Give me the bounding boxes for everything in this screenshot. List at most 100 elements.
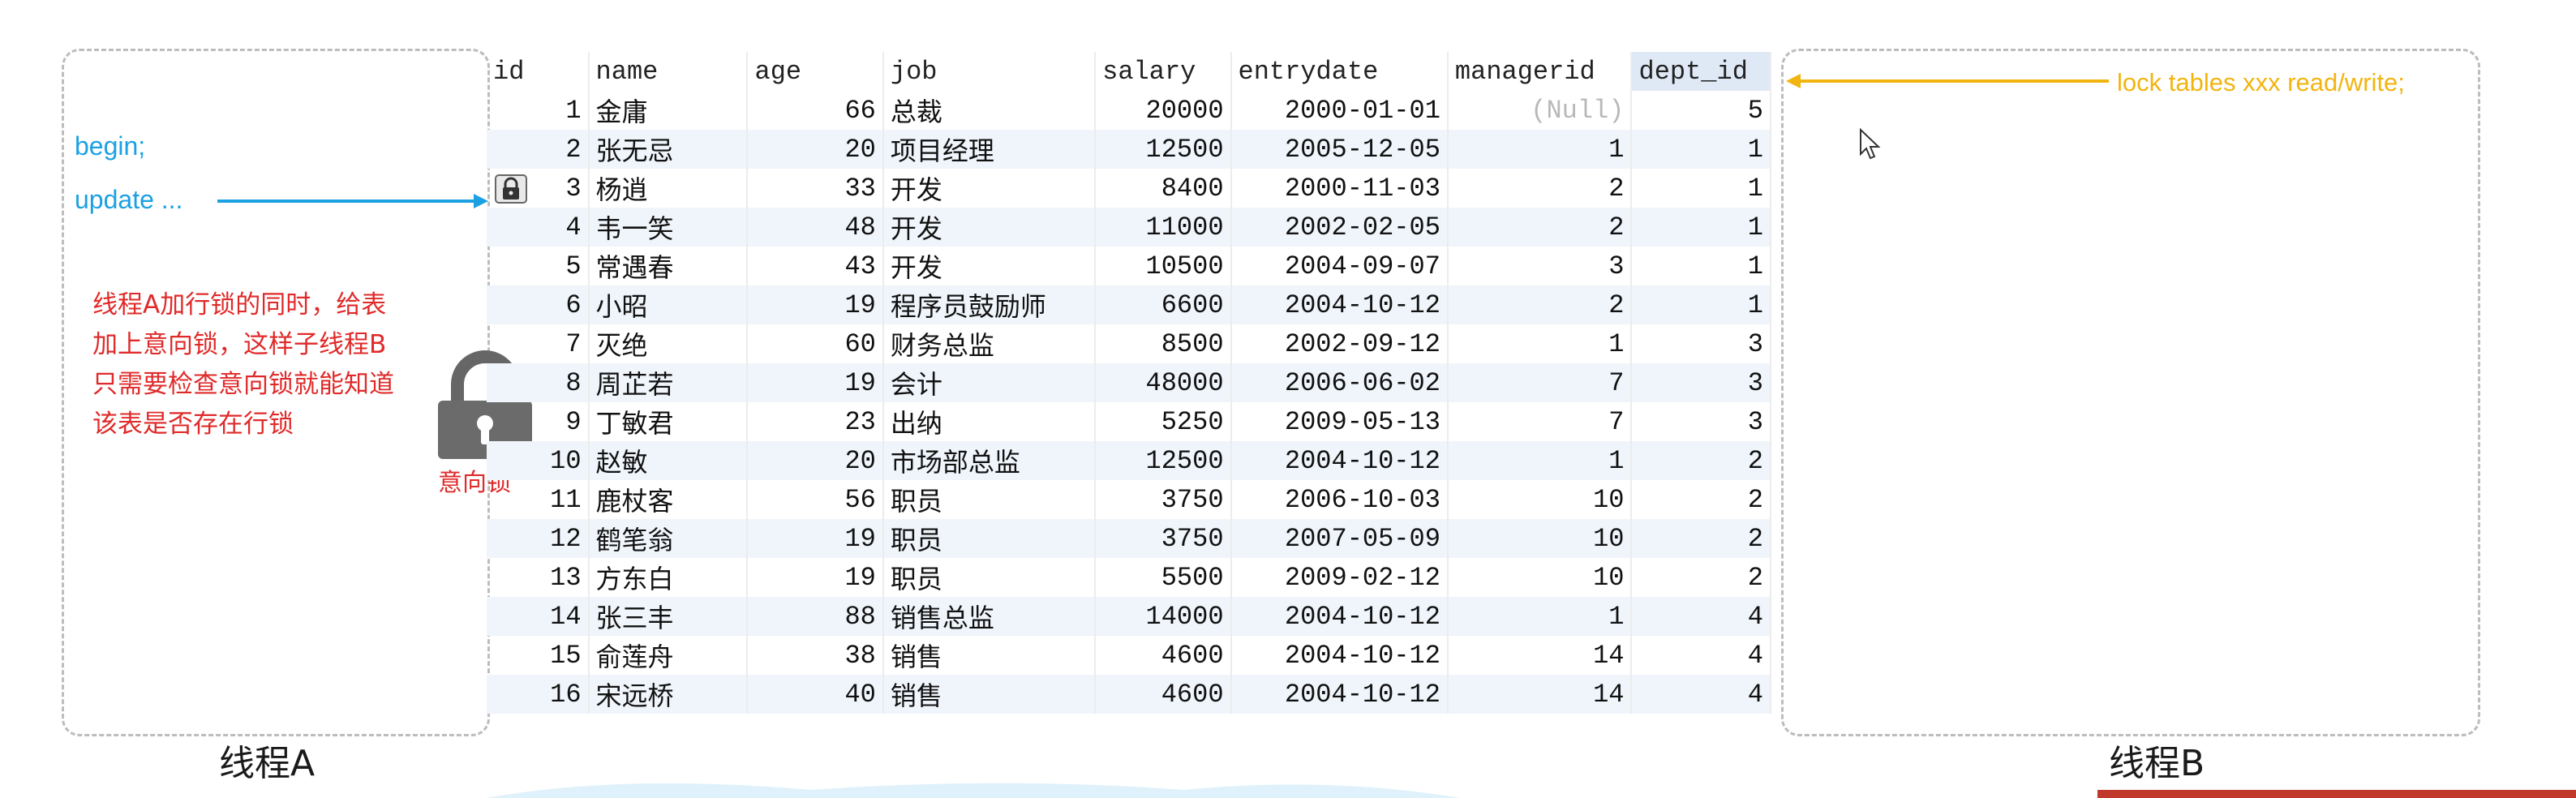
cell-dept-id[interactable]: 3 xyxy=(1631,402,1771,441)
cell-salary[interactable]: 20000 xyxy=(1095,91,1232,130)
cell-id[interactable]: 4 xyxy=(487,208,590,247)
cell-name[interactable]: 常遇春 xyxy=(588,247,749,285)
column-header-entrydate[interactable]: entrydate xyxy=(1230,52,1449,91)
cell-name[interactable]: 灭绝 xyxy=(588,324,749,363)
cell-entrydate[interactable]: 2004-10-12 xyxy=(1230,441,1449,480)
cell-salary[interactable]: 14000 xyxy=(1095,597,1232,636)
cell-job[interactable]: 职员 xyxy=(882,480,1097,519)
cell-id[interactable]: 15 xyxy=(487,636,590,675)
cell-name[interactable]: 张无忌 xyxy=(588,130,749,169)
cell-entrydate[interactable]: 2002-02-05 xyxy=(1230,208,1449,247)
cell-dept-id[interactable]: 1 xyxy=(1631,208,1771,247)
cell-job[interactable]: 程序员鼓励师 xyxy=(882,285,1097,324)
cell-managerid[interactable]: 1 xyxy=(1447,324,1633,363)
cell-age[interactable]: 23 xyxy=(747,402,884,441)
cell-job[interactable]: 市场部总监 xyxy=(882,441,1097,480)
cell-id[interactable]: 5 xyxy=(487,247,590,285)
cell-salary[interactable]: 11000 xyxy=(1095,208,1232,247)
cell-age[interactable]: 19 xyxy=(747,519,884,558)
cell-dept-id[interactable]: 1 xyxy=(1631,247,1771,285)
cell-id[interactable]: 9 xyxy=(487,402,590,441)
cell-entrydate[interactable]: 2000-11-03 xyxy=(1230,169,1449,208)
cell-age[interactable]: 56 xyxy=(747,480,884,519)
cell-dept-id[interactable]: 4 xyxy=(1631,675,1771,714)
cell-job[interactable]: 项目经理 xyxy=(882,130,1097,169)
cell-dept-id[interactable]: 2 xyxy=(1631,519,1771,558)
cell-dept-id[interactable]: 4 xyxy=(1631,636,1771,675)
cell-job[interactable]: 销售 xyxy=(882,675,1097,714)
cell-managerid[interactable]: 14 xyxy=(1447,636,1633,675)
cell-salary[interactable]: 4600 xyxy=(1095,675,1232,714)
cell-job[interactable]: 财务总监 xyxy=(882,324,1097,363)
column-header-age[interactable]: age xyxy=(747,52,884,91)
cell-name[interactable]: 俞莲舟 xyxy=(588,636,749,675)
cell-managerid[interactable]: 10 xyxy=(1447,519,1633,558)
cell-dept-id[interactable]: 3 xyxy=(1631,324,1771,363)
cell-name[interactable]: 方东白 xyxy=(588,558,749,597)
cell-entrydate[interactable]: 2009-05-13 xyxy=(1230,402,1449,441)
cell-job[interactable]: 出纳 xyxy=(882,402,1097,441)
column-header-id[interactable]: id xyxy=(487,52,590,91)
cell-dept-id[interactable]: 1 xyxy=(1631,169,1771,208)
cell-name[interactable]: 小昭 xyxy=(588,285,749,324)
cell-dept-id[interactable]: 4 xyxy=(1631,597,1771,636)
cell-entrydate[interactable]: 2006-10-03 xyxy=(1230,480,1449,519)
cell-salary[interactable]: 8500 xyxy=(1095,324,1232,363)
cell-age[interactable]: 19 xyxy=(747,285,884,324)
cell-age[interactable]: 20 xyxy=(747,130,884,169)
cell-id[interactable]: 8 xyxy=(487,363,590,402)
cell-dept-id[interactable]: 5 xyxy=(1631,91,1771,130)
cell-entrydate[interactable]: 2004-10-12 xyxy=(1230,597,1449,636)
cell-name[interactable]: 鹿杖客 xyxy=(588,480,749,519)
cell-name[interactable]: 宋远桥 xyxy=(588,675,749,714)
column-header-managerid[interactable]: managerid xyxy=(1447,52,1633,91)
cell-name[interactable]: 周芷若 xyxy=(588,363,749,402)
cell-entrydate[interactable]: 2007-05-09 xyxy=(1230,519,1449,558)
cell-entrydate[interactable]: 2004-10-12 xyxy=(1230,636,1449,675)
cell-id[interactable]: 3 xyxy=(487,169,590,208)
cell-dept-id[interactable]: 3 xyxy=(1631,363,1771,402)
cell-dept-id[interactable]: 1 xyxy=(1631,130,1771,169)
cell-age[interactable]: 43 xyxy=(747,247,884,285)
cell-age[interactable]: 19 xyxy=(747,363,884,402)
cell-age[interactable]: 48 xyxy=(747,208,884,247)
cell-job[interactable]: 会计 xyxy=(882,363,1097,402)
cell-name[interactable]: 丁敏君 xyxy=(588,402,749,441)
cell-id[interactable]: 1 xyxy=(487,91,590,130)
cell-job[interactable]: 开发 xyxy=(882,247,1097,285)
column-header-dept-id[interactable]: dept_id xyxy=(1631,52,1771,91)
cell-salary[interactable]: 12500 xyxy=(1095,441,1232,480)
cell-job[interactable]: 总裁 xyxy=(882,91,1097,130)
cell-entrydate[interactable]: 2004-10-12 xyxy=(1230,675,1449,714)
cell-salary[interactable]: 3750 xyxy=(1095,519,1232,558)
cell-id[interactable]: 12 xyxy=(487,519,590,558)
cell-managerid[interactable]: (Null) xyxy=(1447,91,1633,130)
cell-age[interactable]: 20 xyxy=(747,441,884,480)
cell-name[interactable]: 金庸 xyxy=(588,91,749,130)
column-header-name[interactable]: name xyxy=(588,52,749,91)
cell-salary[interactable]: 4600 xyxy=(1095,636,1232,675)
cell-dept-id[interactable]: 2 xyxy=(1631,558,1771,597)
cell-managerid[interactable]: 2 xyxy=(1447,208,1633,247)
cell-id[interactable]: 6 xyxy=(487,285,590,324)
cell-managerid[interactable]: 1 xyxy=(1447,130,1633,169)
cell-entrydate[interactable]: 2009-02-12 xyxy=(1230,558,1449,597)
cell-id[interactable]: 14 xyxy=(487,597,590,636)
cell-managerid[interactable]: 1 xyxy=(1447,441,1633,480)
cell-entrydate[interactable]: 2002-09-12 xyxy=(1230,324,1449,363)
cell-id[interactable]: 13 xyxy=(487,558,590,597)
cell-salary[interactable]: 5500 xyxy=(1095,558,1232,597)
cell-job[interactable]: 开发 xyxy=(882,208,1097,247)
